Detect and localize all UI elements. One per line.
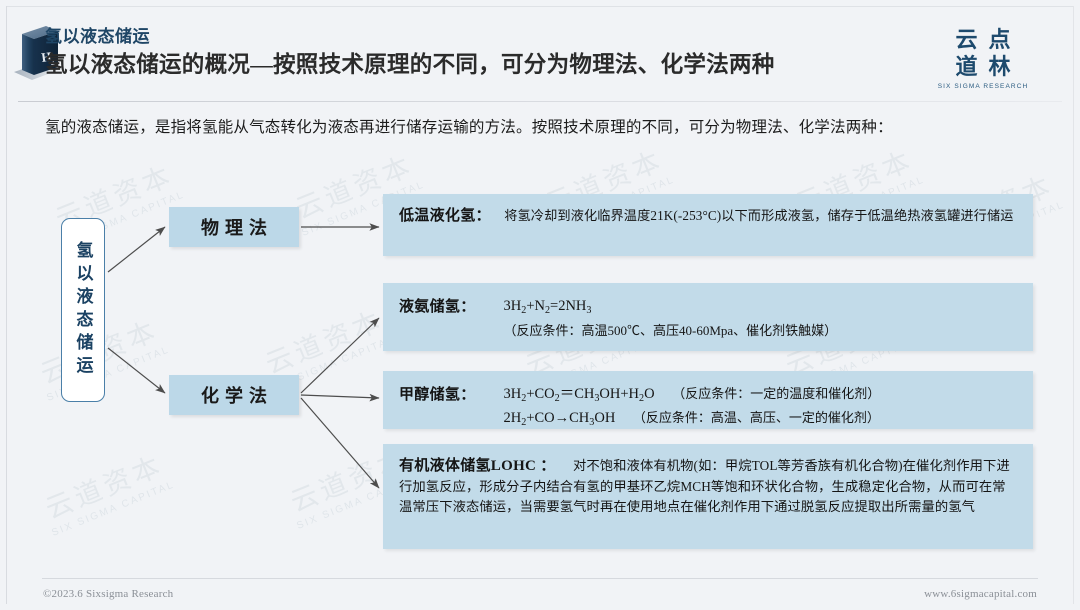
- brand-line-1: 云点: [955, 27, 1022, 52]
- branch-node-chemical-label: 化学法: [201, 386, 273, 406]
- content-box-ammonia: 液氨储氢： 3H2+N2=2NH3 （反应条件：高温500℃、高压40-60Mp…: [383, 283, 1033, 351]
- methanol-condition-2: （反应条件：高温、高压、一定的催化剂）: [632, 410, 880, 425]
- methanol-label: 甲醇储氢：: [399, 387, 476, 403]
- page-frame-top: [6, 6, 1074, 7]
- footer-copyright: ©2023.6 Sixsigma Research: [43, 588, 174, 600]
- header-kicker: 氢以液态储运: [45, 27, 150, 46]
- root-node-label: 氢以液态储运: [73, 241, 93, 379]
- lohc-label: 有机液体储氢LOHC ：: [399, 458, 556, 474]
- footer-divider: [42, 578, 1038, 579]
- brand-logo: 云点 道林 SIX SIGMA RESEARCH: [928, 26, 1038, 90]
- lohc-text: 有机液体储氢LOHC ： 对不饱和液体有机物(如：甲烷TOL等芳香族有机化合物)…: [399, 456, 1019, 518]
- ammonia-equation-2: （反应条件：高温500℃、高压40-60Mpa、催化剂铁触媒）: [503, 323, 838, 338]
- ammonia-label: 液氨储氢：: [399, 299, 476, 315]
- svg-text:2: 2: [50, 58, 55, 67]
- ammonia-equations: 3H2+N2=2NH3 （反应条件：高温500℃、高压40-60Mpa、催化剂铁…: [504, 295, 838, 342]
- cryogenic-body: 将氢冷却到液化临界温度21K(-253°C)以下而形成液氢，储存于低温绝热液氢罐…: [504, 208, 1014, 223]
- ammonia-equation-1: 3H2+N2=2NH3: [503, 298, 592, 316]
- header-divider: [18, 101, 1062, 102]
- content-box-methanol: 甲醇储氢： 3H2+CO2＝CH3OH+H2O （反应条件：一定的温度和催化剂）…: [383, 371, 1033, 429]
- methanol-equation-2: 2H2+CO→CH3OH （反应条件：高温、高压、一定的催化剂）: [503, 410, 880, 428]
- slide-header: H 2 氢以液态储运 氢以液态储运的概况—按照技术原理的不同，可分为物理法、化学…: [0, 0, 1080, 103]
- brand-line-2: 道林: [955, 54, 1022, 79]
- page-frame-left: [6, 6, 7, 604]
- methanol-equations: 3H2+CO2＝CH3OH+H2O （反应条件：一定的温度和催化剂） 2H2+C…: [504, 383, 881, 431]
- branch-node-physical: 物理法: [169, 207, 299, 247]
- branch-node-physical-label: 物理法: [201, 218, 273, 238]
- h2-tank-icon: H 2: [12, 22, 64, 82]
- branch-node-chemical: 化学法: [169, 375, 299, 415]
- page-frame-right: [1073, 6, 1074, 604]
- root-node: 氢以液态储运: [61, 218, 105, 402]
- brand-subtitle: SIX SIGMA RESEARCH: [937, 83, 1029, 90]
- lohc-body: 对不饱和液体有机物(如：甲烷TOL等芳香族有机化合物)在催化剂作用下进行加氢反应…: [399, 458, 1010, 514]
- page-title: 氢以液态储运的概况—按照技术原理的不同，可分为物理法、化学法两种: [45, 52, 775, 77]
- cryogenic-text: 低温液化氢： 将氢冷却到液化临界温度21K(-253°C)以下而形成液氢，储存于…: [399, 206, 1019, 226]
- cryogenic-label: 低温液化氢：: [399, 208, 491, 224]
- methanol-equation-1: 3H2+CO2＝CH3OH+H2O （反应条件：一定的温度和催化剂）: [503, 386, 881, 404]
- footer-website: www.6sigmacapital.com: [924, 588, 1037, 600]
- content-box-cryogenic: 低温液化氢： 将氢冷却到液化临界温度21K(-253°C)以下而形成液氢，储存于…: [383, 194, 1033, 256]
- svg-text:H: H: [40, 49, 52, 65]
- content-box-lohc: 有机液体储氢LOHC ： 对不饱和液体有机物(如：甲烷TOL等芳香族有机化合物)…: [383, 444, 1033, 549]
- intro-paragraph: 氢的液态储运，是指将氢能从气态转化为液态再进行储存运输的方法。按照技术原理的不同…: [45, 119, 893, 136]
- methanol-condition-1: （反应条件：一定的温度和催化剂）: [672, 386, 881, 401]
- title-block: 氢以液态储运 氢以液态储运的概况—按照技术原理的不同，可分为物理法、化学法两种: [45, 26, 775, 81]
